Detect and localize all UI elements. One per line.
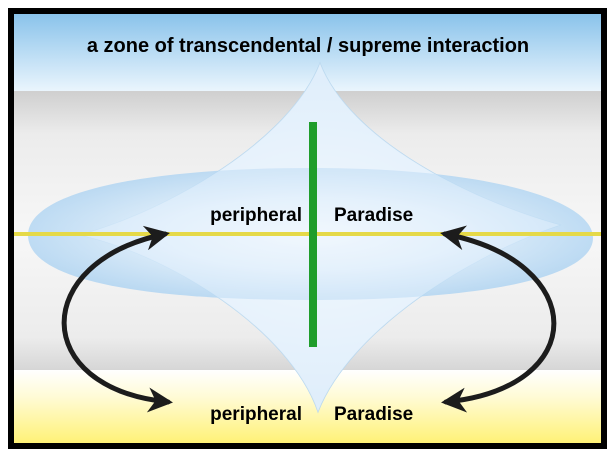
- right-double-arrow: [440, 225, 557, 413]
- upper-paradise-label: Paradise: [334, 205, 413, 226]
- lower-peripheral-label: peripheral: [210, 404, 302, 425]
- lower-paradise-label: Paradise: [334, 404, 413, 425]
- paradise-vertical-overlay: [80, 63, 560, 412]
- upper-peripheral-label: peripheral: [210, 205, 302, 226]
- top-banner-label: a zone of transcendental / supreme inter…: [87, 35, 529, 57]
- horizontal-yellow-axis: [11, 232, 604, 236]
- vertical-green-axis: [309, 122, 317, 347]
- left-double-arrow: [61, 225, 173, 413]
- transcendental-zone: [11, 11, 604, 91]
- outer-frame: [8, 8, 607, 449]
